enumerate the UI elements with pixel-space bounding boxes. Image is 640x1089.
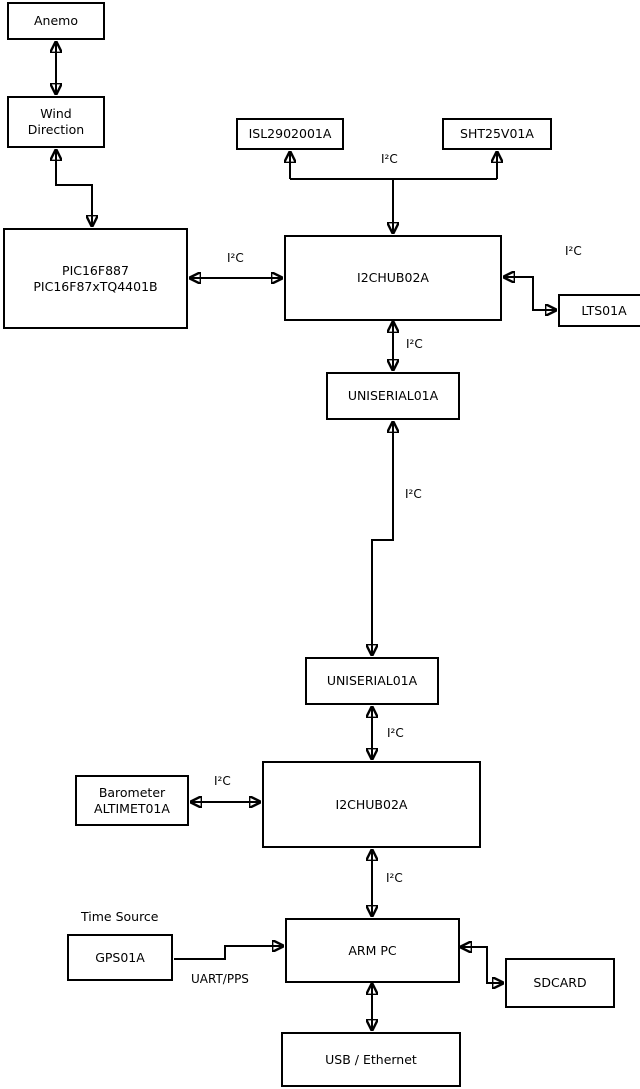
edge-label-hub-top-to-lts: I²C — [565, 244, 582, 258]
node-arm-pc[interactable]: ARM PC — [285, 918, 460, 983]
node-i2chub02a-top[interactable]: I2CHUB02A — [284, 235, 502, 321]
node-sdcard[interactable]: SDCARD — [505, 958, 615, 1008]
edge-label-pic-to-hub-top: I²C — [227, 251, 244, 265]
edge-label-uniserial-bottom-to-hub-bottom: I²C — [387, 726, 404, 740]
node-uniserial01a-top[interactable]: UNISERIAL01A — [326, 372, 460, 420]
wire-hubtop-lts — [504, 277, 556, 310]
node-anemo[interactable]: Anemo — [7, 2, 105, 40]
edge-label-barometer-to-hub-bottom: I²C — [214, 774, 231, 788]
node-gps01a[interactable]: GPS01A — [67, 934, 173, 981]
node-sht25v01a[interactable]: SHT25V01A — [442, 118, 552, 150]
node-usb-ethernet[interactable]: USB / Ethernet — [281, 1032, 461, 1087]
edge-label-hub-top-to-uniserial-top: I²C — [406, 337, 423, 351]
node-i2chub02a-bottom[interactable]: I2CHUB02A — [262, 761, 481, 848]
edge-label-hub-bottom-to-arm: I²C — [386, 871, 403, 885]
edge-label-gps-to-arm: UART/PPS — [191, 972, 249, 986]
node-pic-microcontroller[interactable]: PIC16F887 PIC16F87xTQ4401B — [3, 228, 188, 329]
node-uniserial01a-bottom[interactable]: UNISERIAL01A — [305, 657, 439, 705]
wire-gps-armpc — [174, 946, 283, 960]
edge-label-sensors-to-hub-top: I²C — [381, 152, 398, 166]
node-barometer-altimet01a[interactable]: Barometer ALTIMET01A — [75, 775, 189, 826]
label-time-source: Time Source — [81, 909, 159, 924]
node-wind-direction[interactable]: Wind Direction — [7, 96, 105, 148]
wire-winddirection-pic — [56, 150, 92, 226]
wire-uniserial-link — [372, 422, 393, 655]
edge-label-uniserial-link: I²C — [405, 487, 422, 501]
node-isl2902001a[interactable]: ISL2902001A — [236, 118, 344, 150]
node-lts01a[interactable]: LTS01A — [558, 294, 640, 327]
wire-armpc-sdcard — [461, 947, 503, 983]
